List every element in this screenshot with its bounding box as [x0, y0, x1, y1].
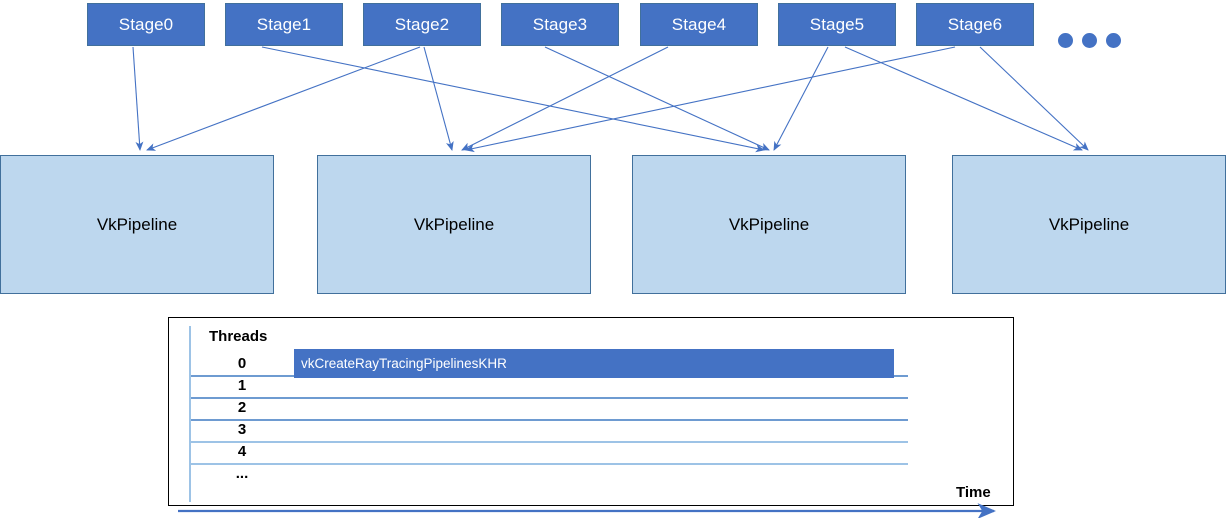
thread-label-1: 1 — [237, 377, 247, 394]
time-axis-arrow — [178, 503, 996, 518]
stage-label: Stage1 — [256, 14, 312, 34]
stage-label: Stage5 — [809, 14, 865, 34]
ellipsis-dot-3 — [1106, 33, 1121, 48]
pipeline-box-1[interactable]: VkPipeline — [317, 155, 591, 294]
thread-row-more: ... — [191, 464, 1013, 486]
thread-row-4[interactable]: 4 — [191, 442, 1013, 465]
thread-row-3[interactable]: 3 — [191, 420, 1013, 443]
thread-timeline-panel: Threads 0 1 2 3 4 ... vkCreateRayTracing… — [168, 317, 1014, 506]
stage-label: Stage0 — [118, 14, 174, 34]
thread-rule-3 — [191, 441, 908, 443]
stage-box-1[interactable]: Stage1 — [225, 3, 343, 46]
thread-label-3: 3 — [237, 421, 247, 438]
stage-box-3[interactable]: Stage3 — [501, 3, 619, 46]
pipeline-label: VkPipeline — [96, 214, 178, 234]
task-bar-vkcreateraytracingpipelineskhr[interactable]: vkCreateRayTracingPipelinesKHR — [294, 349, 894, 378]
threads-axis-line — [189, 326, 191, 502]
more-stages-ellipsis-icon — [1058, 33, 1121, 48]
pipeline-label: VkPipeline — [728, 214, 810, 234]
thread-label-0: 0 — [237, 355, 247, 372]
time-axis-label: Time — [956, 484, 991, 501]
thread-label-2: 2 — [237, 399, 247, 416]
stage-box-2[interactable]: Stage2 — [363, 3, 481, 46]
pipeline-box-0[interactable]: VkPipeline — [0, 155, 274, 294]
stage-label: Stage3 — [532, 14, 588, 34]
thread-rule-2 — [191, 419, 908, 421]
pipeline-label: VkPipeline — [413, 214, 495, 234]
pipeline-box-3[interactable]: VkPipeline — [952, 155, 1226, 294]
threads-header-label: Threads — [209, 328, 268, 345]
stage-box-5[interactable]: Stage5 — [778, 3, 896, 46]
thread-row-1[interactable]: 1 — [191, 376, 1013, 399]
thread-label-4: 4 — [237, 443, 247, 460]
thread-label-more: ... — [235, 465, 249, 482]
thread-rule-4 — [191, 463, 908, 465]
stage-box-6[interactable]: Stage6 — [916, 3, 1034, 46]
pipeline-box-2[interactable]: VkPipeline — [632, 155, 906, 294]
thread-row-2[interactable]: 2 — [191, 398, 1013, 421]
ellipsis-dot-1 — [1058, 33, 1073, 48]
stage-label: Stage2 — [394, 14, 450, 34]
pipeline-label: VkPipeline — [1048, 214, 1130, 234]
thread-rule-1 — [191, 397, 908, 399]
stage-label: Stage6 — [947, 14, 1003, 34]
stage-label: Stage4 — [671, 14, 727, 34]
ellipsis-dot-2 — [1082, 33, 1097, 48]
stage-box-0[interactable]: Stage0 — [87, 3, 205, 46]
task-bar-label: vkCreateRayTracingPipelinesKHR — [301, 356, 507, 371]
stage-box-4[interactable]: Stage4 — [640, 3, 758, 46]
